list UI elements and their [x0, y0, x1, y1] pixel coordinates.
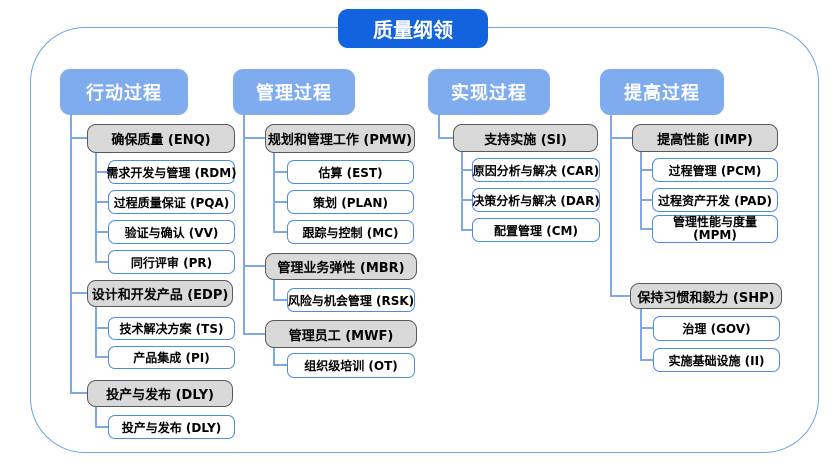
leaf-node-plan: 策划 (PLAN)	[287, 190, 414, 214]
connector-line	[243, 114, 245, 334]
connector-line	[70, 114, 72, 393]
leaf-node-dar: 决策分析与解决 (DAR)	[472, 188, 600, 212]
connector-line	[610, 114, 612, 296]
connector-line	[95, 426, 108, 428]
leaf-node-rdm: 需求开发与管理 (RDM)	[106, 160, 237, 184]
connector-line	[243, 265, 265, 267]
connector-line	[640, 228, 652, 230]
column-header-implementation-process: 实现过程	[428, 69, 550, 115]
connector-line	[243, 137, 265, 139]
connector-line	[243, 333, 265, 335]
connector-line	[640, 152, 642, 229]
leaf-node-gov: 治理 (GOV)	[653, 316, 780, 341]
connector-line	[273, 201, 287, 203]
connector-line	[640, 309, 642, 360]
group-node-enq: 确保质量 (ENQ)	[87, 124, 235, 153]
connector-line	[461, 152, 463, 230]
leaf-node-ii: 实施基础设施 (II)	[653, 348, 780, 372]
connector-line	[438, 137, 453, 139]
leaf-node-car: 原因分析与解决 (CAR)	[472, 158, 600, 182]
group-node-imp: 提高性能 (IMP)	[632, 124, 778, 152]
leaf-node-cm: 配置管理 (CM)	[472, 218, 600, 242]
leaf-node-pr: 同行评审 (PR)	[108, 250, 235, 274]
column-header-action-process: 行动过程	[60, 69, 188, 115]
connector-line	[273, 364, 287, 366]
connector-line	[461, 199, 472, 201]
connector-line	[273, 153, 275, 232]
leaf-node-pcm: 过程管理 (PCM)	[652, 158, 778, 182]
connector-line	[95, 356, 108, 358]
group-node-dly: 投产与发布 (DLY)	[87, 380, 233, 407]
group-node-pmw: 规划和管理工作 (PMW)	[265, 124, 415, 153]
group-node-shp: 保持习惯和毅力 (SHP)	[630, 283, 782, 309]
leaf-node-rsk: 风险与机会管理 (RSK)	[287, 288, 415, 312]
diagram-title: 质量纲领	[338, 9, 488, 48]
leaf-node-pad: 过程资产开发 (PAD)	[652, 188, 778, 212]
connector-line	[70, 292, 87, 294]
connector-line	[273, 348, 275, 365]
leaf-node-ts: 技术解决方案 (TS)	[108, 317, 235, 340]
connector-line	[95, 153, 97, 262]
connector-line	[438, 114, 440, 138]
connector-line	[273, 171, 287, 173]
group-node-si: 支持实施 (SI)	[453, 124, 598, 152]
connector-line	[95, 327, 108, 329]
column-header-management-process: 管理过程	[233, 69, 355, 115]
connector-line	[95, 307, 97, 358]
connector-line	[95, 261, 108, 263]
connector-line	[640, 199, 652, 201]
connector-line	[273, 299, 287, 301]
leaf-node-mc: 跟踪与控制 (MC)	[287, 220, 414, 244]
connector-line	[95, 201, 108, 203]
connector-line	[95, 171, 108, 173]
group-node-mwf: 管理员工 (MWF)	[265, 320, 417, 348]
group-node-mbr: 管理业务弹性 (MBR)	[265, 253, 417, 280]
group-node-edp: 设计和开发产品 (EDP)	[87, 280, 233, 307]
connector-line	[640, 169, 652, 171]
column-header-improvement-process: 提高过程	[600, 69, 724, 115]
connector-line	[273, 280, 275, 300]
leaf-node-ot: 组织级培训 (OT)	[287, 353, 415, 378]
connector-line	[70, 137, 87, 139]
leaf-node-mpm: 管理性能与度量 (MPM)	[652, 215, 778, 243]
connector-line	[70, 392, 87, 394]
leaf-node-pqa: 过程质量保证 (PQA)	[108, 190, 235, 214]
leaf-node-est: 估算 (EST)	[287, 160, 414, 184]
connector-line	[95, 231, 108, 233]
connector-line	[461, 169, 472, 171]
connector-line	[610, 295, 630, 297]
connector-line	[95, 407, 97, 427]
connector-line	[640, 359, 653, 361]
connector-line	[273, 231, 287, 233]
leaf-node-dly-sub: 投产与发布 (DLY)	[108, 415, 235, 439]
connector-line	[610, 137, 632, 139]
connector-line	[461, 229, 472, 231]
connector-line	[640, 327, 653, 329]
leaf-node-vv: 验证与确认 (VV)	[108, 220, 235, 244]
leaf-node-pi: 产品集成 (PI)	[108, 346, 235, 369]
